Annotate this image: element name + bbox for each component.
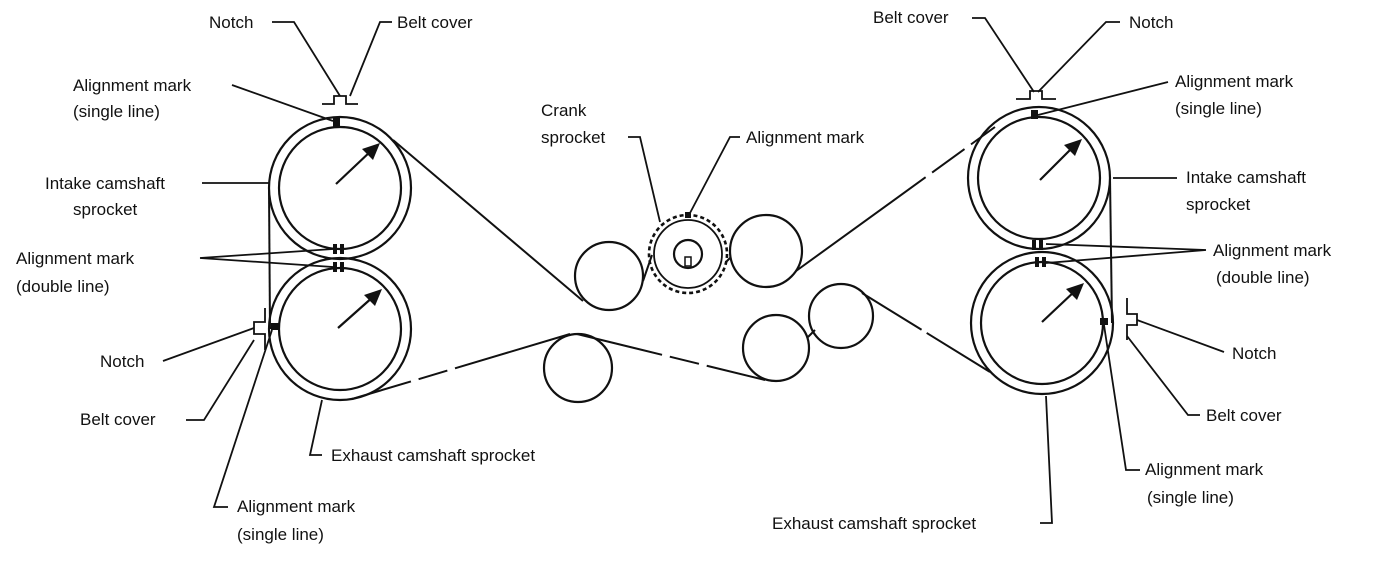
label-left-exhaust-alignment-mark: Alignment mark — [237, 497, 356, 516]
right-double-line-marks — [1032, 240, 1046, 267]
right-intake-single-line-mark — [1031, 110, 1038, 119]
left-intake-single-line-mark — [333, 118, 340, 127]
label-right-exhaust-single-line: (single line) — [1147, 488, 1234, 507]
label-right-intake-sprocket: sprocket — [1186, 195, 1251, 214]
left-lower-idler-pulley — [542, 332, 614, 404]
label-left-double-alignment-mark: Alignment mark — [16, 249, 135, 268]
left-upper-idler-pulley — [573, 240, 645, 312]
left-exhaust-camshaft-sprocket — [267, 256, 413, 402]
label-left-double-line: (double line) — [16, 277, 110, 296]
label-left-top-belt-cover: Belt cover — [397, 13, 473, 32]
left-side-belt-cover-notch — [253, 308, 266, 350]
label-right-intake-alignment-mark: Alignment mark — [1175, 72, 1294, 91]
right-exhaust-arrow-shaft — [1041, 289, 1077, 323]
label-left-top-notch: Notch — [209, 13, 253, 32]
crank-sprocket — [647, 212, 729, 295]
label-right-exhaust-camshaft-sprocket: Exhaust camshaft sprocket — [772, 514, 976, 533]
label-left-side-belt-cover: Belt cover — [80, 410, 156, 429]
left-exhaust-arrow-shaft — [337, 295, 375, 329]
right-top-belt-cover-notch — [1016, 90, 1056, 100]
label-crank-alignment-mark: Alignment mark — [746, 128, 865, 147]
label-right-intake-single-line: (single line) — [1175, 99, 1262, 118]
label-left-exhaust-single-line: (single line) — [237, 525, 324, 544]
right-intake-camshaft-sprocket — [966, 105, 1112, 251]
tensioner-pulley — [807, 282, 875, 350]
right-lower-idler-pulley — [741, 313, 811, 383]
label-right-double-line: (double line) — [1216, 268, 1310, 287]
label-left-intake-single-line: (single line) — [73, 102, 160, 121]
label-crank: Crank — [541, 101, 587, 120]
label-right-intake-camshaft: Intake camshaft — [1186, 168, 1306, 187]
label-crank-sprocket: sprocket — [541, 128, 606, 147]
right-exhaust-camshaft-sprocket — [969, 250, 1115, 396]
left-exhaust-single-line-mark — [271, 323, 279, 330]
left-intake-camshaft-sprocket — [267, 115, 413, 261]
right-intake-arrowhead — [1064, 139, 1082, 156]
label-left-exhaust-camshaft-sprocket: Exhaust camshaft sprocket — [331, 446, 535, 465]
right-upper-idler-pulley — [728, 213, 804, 289]
leader-lines — [162, 17, 1225, 524]
left-double-line-marks — [333, 244, 344, 272]
left-exhaust-arrowhead — [364, 289, 382, 306]
label-right-top-notch: Notch — [1129, 13, 1173, 32]
left-top-belt-cover-notch — [322, 95, 358, 105]
label-right-side-belt-cover: Belt cover — [1206, 406, 1282, 425]
label-left-side-notch: Notch — [100, 352, 144, 371]
label-left-intake-sprocket: sprocket — [73, 200, 138, 219]
right-exhaust-single-line-mark — [1100, 318, 1108, 325]
right-intake-arrow-shaft — [1039, 145, 1075, 181]
label-right-side-notch: Notch — [1232, 344, 1276, 363]
right-exhaust-arrowhead — [1066, 283, 1084, 300]
label-right-exhaust-alignment-mark: Alignment mark — [1145, 460, 1264, 479]
timing-belt — [268, 126, 1113, 400]
label-left-intake-alignment-mark: Alignment mark — [73, 76, 192, 95]
crank-alignment-mark — [685, 212, 691, 218]
label-right-double-alignment-mark: Alignment mark — [1213, 241, 1332, 260]
right-side-belt-cover-notch — [1126, 298, 1138, 340]
left-intake-arrowhead — [362, 143, 380, 160]
label-left-intake-camshaft: Intake camshaft — [45, 174, 165, 193]
label-right-top-belt-cover: Belt cover — [873, 8, 949, 27]
left-intake-arrow-shaft — [335, 149, 373, 185]
